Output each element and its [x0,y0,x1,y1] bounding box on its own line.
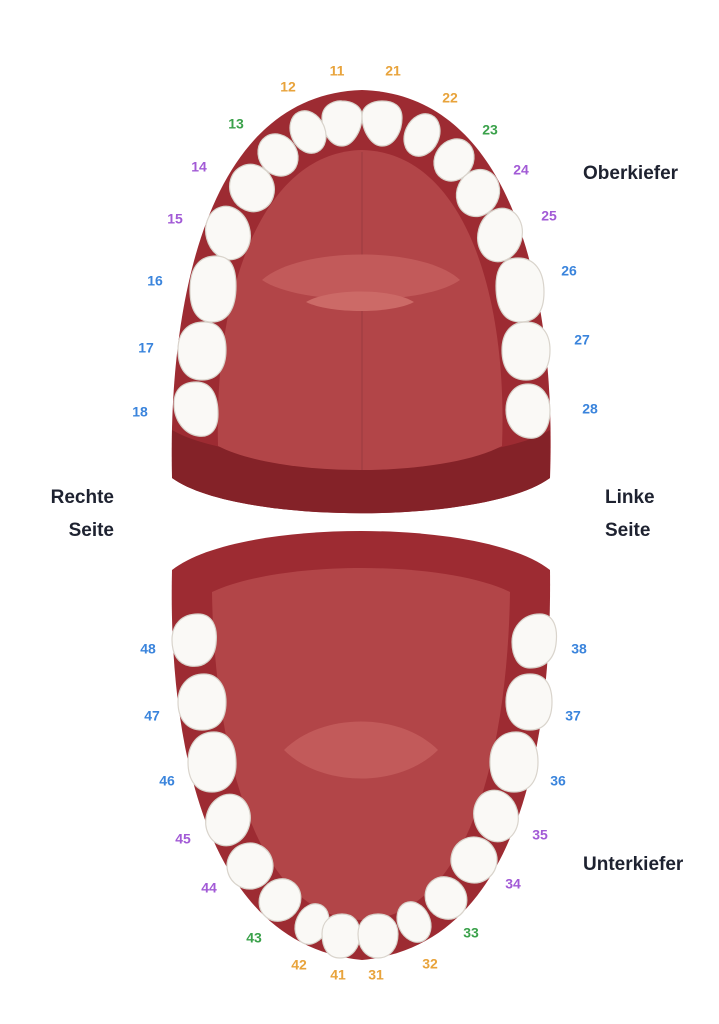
left-side-label-line1: Linke [605,487,655,508]
tooth-number-26: 26 [561,263,577,279]
tooth-41[interactable] [321,913,361,959]
tooth-number-43: 43 [246,930,262,946]
tooth-number-21: 21 [385,63,401,79]
tooth-number-18: 18 [132,404,148,420]
tooth-34[interactable] [443,829,506,892]
upper-teeth [173,100,551,439]
tooth-25[interactable] [472,203,528,267]
tooth-number-34: 34 [505,876,521,892]
upper-jaw-label: Oberkiefer [583,163,679,184]
tooth-number-32: 32 [422,956,438,972]
tooth-number-44: 44 [201,880,217,896]
tooth-number-38: 38 [571,641,587,657]
tooth-number-27: 27 [574,332,590,348]
tooth-18[interactable] [173,381,219,437]
lower-jaw-label: Unterkiefer [583,854,684,875]
tooth-17[interactable] [177,321,227,381]
tooth-45[interactable] [200,789,256,851]
tooth-number-16: 16 [147,273,163,289]
tooth-21[interactable] [361,100,403,147]
tooth-number-37: 37 [565,708,581,724]
tooth-14[interactable] [222,157,282,219]
lower-tongue-highlight [284,721,438,779]
tooth-number-17: 17 [138,340,154,356]
tooth-38[interactable] [511,613,558,669]
upper-tongue-tip [306,291,414,311]
tooth-number-41: 41 [330,967,346,983]
tooth-15[interactable] [200,201,256,265]
tooth-number-13: 13 [228,116,244,132]
tooth-46[interactable] [187,731,237,793]
tooth-23[interactable] [426,131,482,189]
tooth-number-42: 42 [291,957,307,973]
tooth-number-36: 36 [550,773,566,789]
tooth-31[interactable] [357,913,399,959]
tooth-37[interactable] [505,673,553,731]
tooth-number-11: 11 [330,63,345,79]
tooth-32[interactable] [391,896,438,948]
tooth-27[interactable] [501,321,551,381]
tooth-35[interactable] [468,785,524,847]
tooth-number-24: 24 [513,162,529,178]
lower-tooth-numbers: 31 32 33 34 35 36 37 38 41 42 43 44 45 4… [140,641,587,983]
tooth-number-28: 28 [582,401,598,417]
tooth-47[interactable] [177,673,227,731]
tooth-26[interactable] [495,257,545,323]
tooth-number-25: 25 [541,208,557,224]
upper-gum-underside [172,430,550,514]
tooth-number-35: 35 [532,827,548,843]
tooth-number-31: 31 [368,967,384,983]
tooth-number-33: 33 [463,925,479,941]
tooth-number-12: 12 [280,79,296,95]
tooth-number-23: 23 [482,122,498,138]
tooth-12[interactable] [283,105,332,159]
left-side-label-line2: Seite [605,520,650,541]
upper-tongue-highlight [262,254,460,300]
tooth-22[interactable] [397,108,446,162]
tooth-number-48: 48 [140,641,156,657]
tooth-number-14: 14 [191,159,207,175]
tooth-24[interactable] [449,162,507,223]
tooth-43[interactable] [251,870,310,929]
tooth-48[interactable] [171,613,217,667]
tooth-44[interactable] [219,835,282,898]
tooth-number-46: 46 [159,773,175,789]
upper-tooth-numbers: 11 12 13 14 15 16 17 18 21 22 23 24 25 2… [132,63,598,420]
right-side-label-line2: Seite [69,520,114,541]
tooth-number-15: 15 [167,211,183,227]
tooth-33[interactable] [417,868,476,927]
tooth-number-47: 47 [144,708,160,724]
tooth-number-22: 22 [442,90,458,106]
right-side-label-line1: Rechte [51,487,114,508]
tooth-36[interactable] [489,731,539,793]
tooth-16[interactable] [189,255,237,323]
tooth-13[interactable] [250,126,306,184]
lower-teeth [171,613,558,959]
tooth-28[interactable] [505,383,551,439]
tooth-number-45: 45 [175,831,191,847]
